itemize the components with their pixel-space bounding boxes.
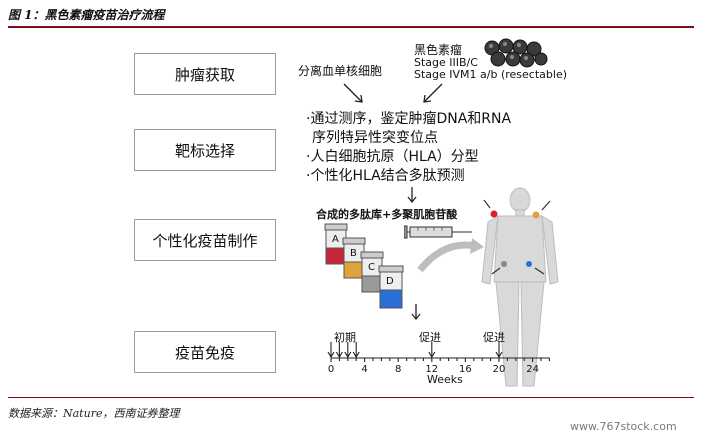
svg-text:B: B	[350, 248, 357, 259]
step-target-selection: 靶标选择	[134, 129, 276, 171]
selection-point-3: ·个性化HLA结合多肽预测	[306, 168, 465, 184]
source-note: 数据来源：Nature，西南证券整理	[8, 407, 180, 420]
timeline-tick-label: 16	[459, 364, 472, 375]
svg-text:C: C	[368, 262, 375, 273]
down-arrow-icon	[411, 304, 421, 321]
timeline-tick-label: 24	[526, 364, 539, 375]
melanoma-label: 黑色素瘤	[414, 43, 463, 57]
priming-dose-arrow-icon	[327, 342, 335, 359]
timeline-tick-label: 12	[425, 364, 438, 375]
svg-text:A: A	[332, 234, 339, 245]
watermark-text: www.767stock.com	[570, 420, 677, 433]
boost-label-1: 促进	[419, 331, 441, 344]
priming-label: 初期	[334, 331, 356, 344]
selection-point-1: ·通过测序，鉴定肿瘤DNA和RNA	[306, 111, 512, 127]
timeline-tick-label: 4	[361, 364, 367, 375]
svg-text:D: D	[386, 276, 394, 287]
down-arrow-icon	[407, 187, 417, 204]
stage-line-1: Stage IIIB/C	[414, 56, 478, 69]
step-vaccination: 疫苗免疫	[134, 331, 276, 373]
stage-line-2: Stage IVM1 a/b (resectable)	[414, 68, 568, 81]
pbmc-label: 分离血单核细胞	[298, 64, 383, 78]
bottom-rule	[8, 397, 694, 398]
syringe-icon	[404, 225, 472, 239]
top-rule	[8, 26, 694, 28]
priming-dose-arrow-icon	[335, 342, 343, 359]
converging-arrows-icon	[343, 83, 443, 103]
timeline-tick-label: 0	[328, 364, 334, 375]
step-vaccine-manufacturing: 个性化疫苗制作	[134, 219, 276, 261]
patient-body-icon	[481, 187, 559, 387]
curved-arrow-icon	[417, 238, 484, 273]
selection-point-2: ·人白细胞抗原（HLA）分型	[306, 149, 479, 165]
peptide-library-label: 合成的多肽库+多聚肌胞苷酸	[316, 208, 458, 221]
priming-dose-arrow-icon	[352, 342, 360, 359]
timeline-tick-label: 20	[493, 364, 506, 375]
melanoma-cells-icon	[484, 38, 548, 68]
vaccination-timeline: 0 4 8 12 16 20 24	[327, 342, 550, 375]
priming-dose-arrow-icon	[344, 342, 352, 359]
boost-dose-arrow-icon	[495, 342, 503, 359]
weeks-axis-label: Weeks	[427, 373, 463, 386]
timeline-tick-label: 8	[395, 364, 401, 375]
boost-label-2: 促进	[483, 331, 505, 344]
step-tumor-acquisition: 肿瘤获取	[134, 53, 276, 95]
boost-dose-arrow-icon	[428, 342, 436, 359]
selection-point-1b: 序列特异性突变位点	[312, 130, 438, 146]
figure-title: 图 1：黑色素瘤疫苗治疗流程	[8, 8, 165, 22]
